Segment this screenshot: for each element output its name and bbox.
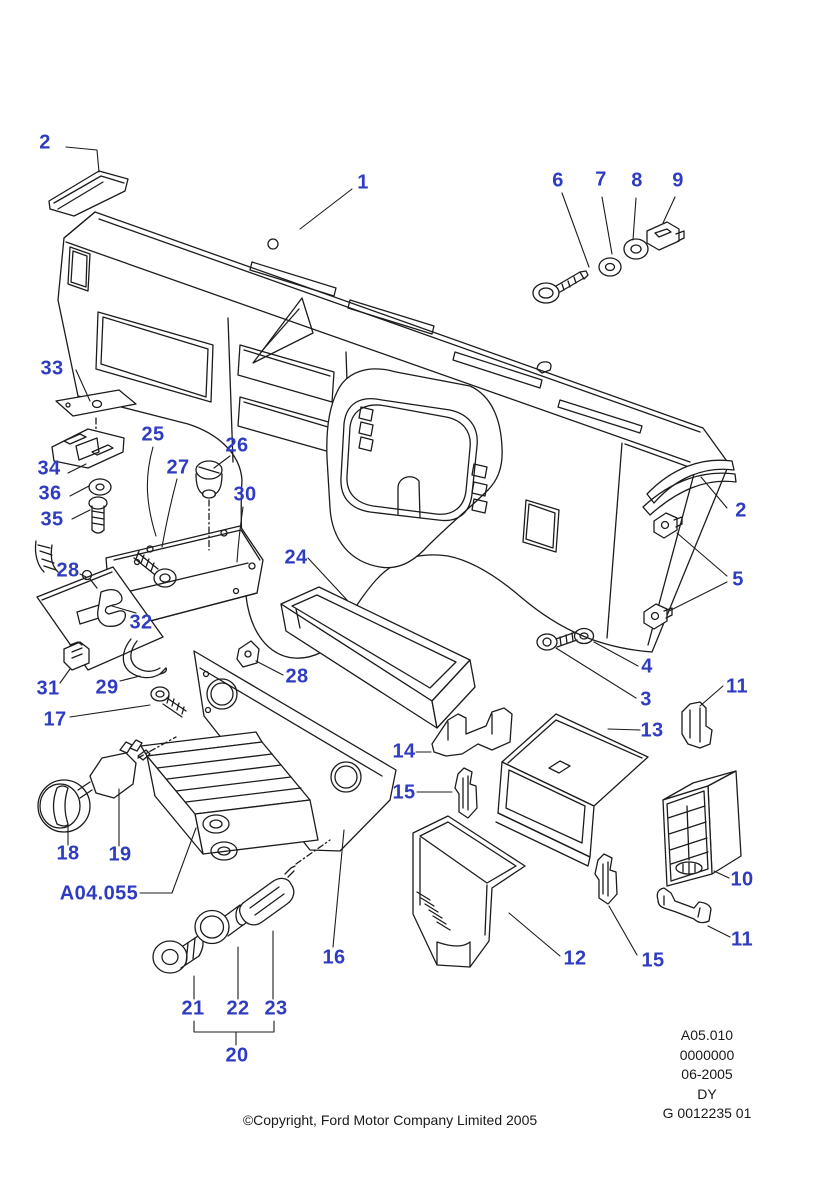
catalog-date: 06-2005 xyxy=(681,1066,733,1082)
check-strap-29 xyxy=(122,638,168,679)
clip-28-right xyxy=(236,640,260,668)
group-bracket-20 xyxy=(193,1020,275,1046)
clip-15-mid xyxy=(454,767,478,819)
switch-panel-16 xyxy=(193,650,397,852)
catalog-model-code: DY xyxy=(697,1085,717,1102)
lighter-knob-21 xyxy=(152,933,204,974)
screw-27 xyxy=(133,550,177,588)
document-info-block: A05.010 0000000 06-2005 DY G 0012235 01 xyxy=(617,1026,797,1124)
screw-6 xyxy=(532,270,589,304)
leader-lines xyxy=(59,146,731,1000)
storage-box-13 xyxy=(495,713,649,867)
clip-5-upper xyxy=(653,512,683,539)
screw-35 xyxy=(88,496,108,534)
washer-4 xyxy=(573,627,595,645)
main-dashboard-panel xyxy=(57,211,730,659)
washer-8 xyxy=(623,238,649,260)
clip-5-lower xyxy=(643,603,673,630)
screw-3 xyxy=(536,631,578,651)
screw-17 xyxy=(150,686,187,718)
bracket-14 xyxy=(431,707,513,757)
heater-control-unit xyxy=(140,731,319,861)
clip-nut-9 xyxy=(646,221,685,251)
washer-7 xyxy=(598,257,622,277)
clip-15-lower xyxy=(594,853,618,905)
air-vent-10 xyxy=(662,770,742,887)
glovebox-lock-knob-26 xyxy=(195,460,223,551)
catalog-serial: 0000000 xyxy=(679,1046,735,1063)
bracket-34 xyxy=(51,428,125,469)
trim-strip-right xyxy=(642,459,737,516)
ashtray-12 xyxy=(412,815,526,968)
switch-19 xyxy=(77,736,177,799)
clip-11-lower xyxy=(656,887,712,924)
drawing-number: G 0012235 01 xyxy=(662,1105,752,1121)
radio-aperture-bezel-24 xyxy=(280,586,476,729)
clip-11-upper xyxy=(681,701,713,749)
washer-36 xyxy=(88,478,112,496)
spring-clip-far-left xyxy=(34,540,59,573)
catalog-section-code: A05.010 xyxy=(680,1027,734,1043)
lighter-ring-22 xyxy=(194,904,249,945)
trim-strip-top-left xyxy=(48,170,129,217)
lighter-socket-23 xyxy=(238,839,331,926)
striker-31 xyxy=(63,641,90,671)
copyright-notice: ©Copyright, Ford Motor Company Limited 2… xyxy=(242,1112,538,1128)
latch-32 xyxy=(97,588,127,627)
